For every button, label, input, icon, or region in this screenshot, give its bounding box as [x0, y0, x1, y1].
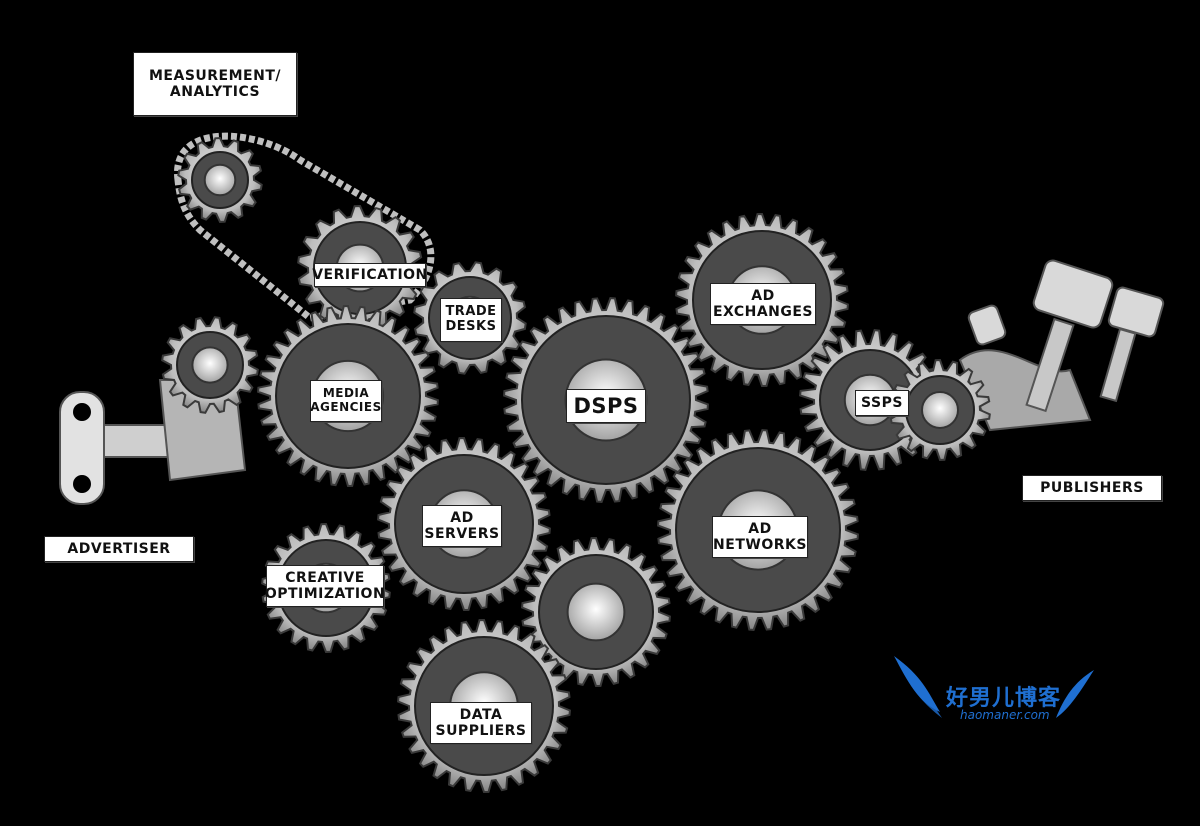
measurement-gear-hub: [203, 163, 237, 197]
measurement-analytics-label: MEASUREMENT/ANALYTICS: [133, 52, 297, 116]
watermark-text: 好男儿博客: [946, 686, 1062, 711]
watermark-url: haomaner.com: [960, 708, 1050, 722]
pistons-icon: [958, 259, 1165, 432]
watermark-logo: 好男儿博客 haomaner.com: [888, 652, 1100, 728]
ssps-small-gear: [889, 358, 991, 462]
advertiser-label: ADVERTISER: [44, 536, 194, 562]
dsps-label: DSPS: [566, 389, 646, 423]
center-small-gear: [521, 536, 671, 688]
verification-label: VERIFICATION: [312, 263, 427, 287]
wings-icon: [894, 656, 1094, 718]
ssps-small-gear-hub: [921, 391, 959, 429]
chain-belt: [174, 132, 435, 322]
publishers-label: PUBLISHERS: [1022, 475, 1162, 501]
ssps-label: SSPS: [855, 390, 909, 416]
measurement-gear: [177, 136, 263, 224]
advertiser-gear: [161, 316, 259, 414]
center-small-gear-hub: [566, 582, 626, 642]
advertiser-gear-hub: [191, 346, 229, 384]
